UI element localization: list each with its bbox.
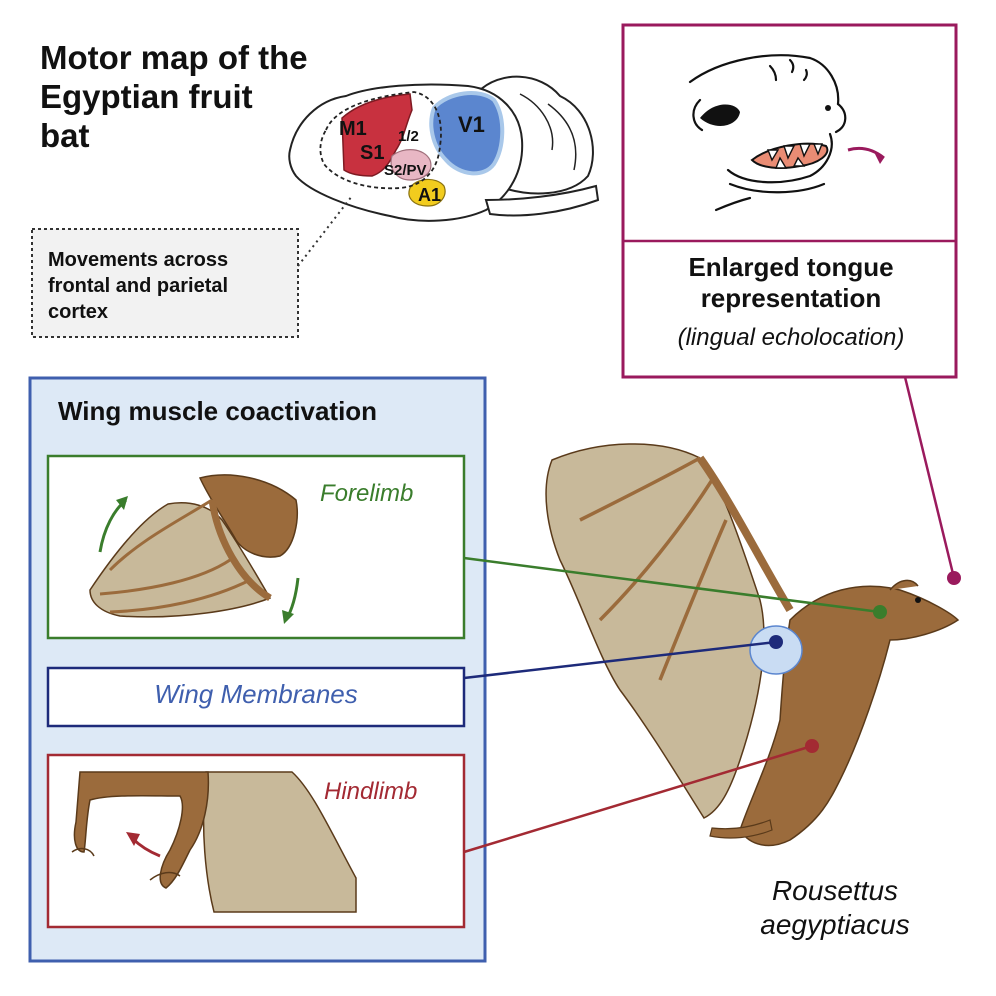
figure-title: Motor map of the Egyptian fruit bat	[40, 39, 308, 154]
forelimb-connector-dot	[873, 605, 887, 619]
area-1-2-label: 1/2	[398, 128, 419, 145]
forelimb-label: Forelimb	[320, 480, 414, 507]
wing-panel-title: Wing muscle coactivation	[58, 396, 378, 426]
membrane-highlight	[749, 625, 803, 675]
s2pv-label: S2/PV	[384, 162, 427, 179]
a1-region	[408, 178, 446, 207]
flying-bat-illustration	[545, 443, 960, 847]
v1-label: V1	[458, 112, 485, 137]
v1-region	[429, 91, 505, 176]
hindlimb-label: Hindlimb	[324, 778, 418, 805]
tongue-panel-title: Enlarged tongue representation	[688, 252, 894, 313]
species-name: Rousettus aegyptiacus	[760, 875, 910, 940]
forelimb-wing-drawing	[89, 474, 298, 618]
bat-head-sketch	[688, 54, 847, 212]
s1-label: S1	[360, 142, 385, 164]
callout-note-box	[31, 228, 299, 338]
m1-label: M1	[339, 118, 367, 140]
a1-label: A1	[418, 185, 442, 205]
tongue-panel-box	[621, 23, 958, 379]
bat-brain-illustration	[288, 75, 600, 222]
s2pv-region	[390, 149, 432, 181]
callout-note-text: Movements across frontal and parietal co…	[48, 249, 229, 323]
bat-eye	[700, 104, 740, 126]
hindlimb-connector-dot	[805, 739, 819, 753]
membranes-connector-dot	[769, 635, 783, 649]
tongue-arrow	[847, 146, 885, 160]
hindlimb-drawing	[71, 771, 357, 913]
tongue-connector-dot	[947, 571, 961, 585]
membranes-subpanel	[46, 666, 466, 728]
m1-s1-region	[341, 93, 413, 177]
tongue-panel-subtitle: (lingual echolocation)	[677, 324, 905, 351]
membranes-label: Wing Membranes	[154, 679, 358, 709]
